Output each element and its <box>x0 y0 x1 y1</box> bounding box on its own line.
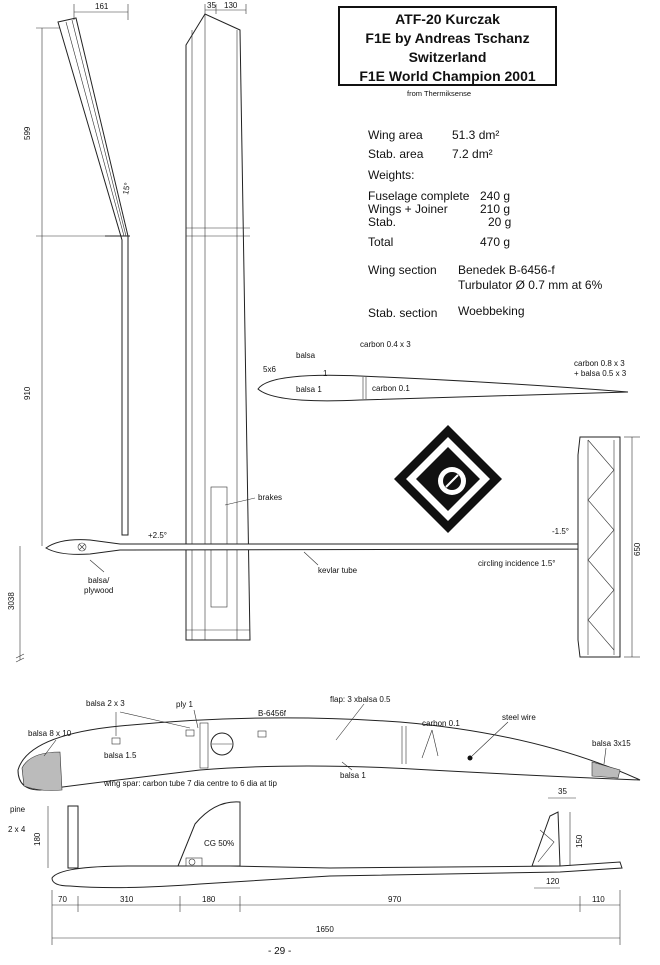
fuselage-label: Fuselage complete <box>368 189 470 203</box>
dim-650-label: 650 <box>633 542 642 556</box>
incidence-plus-label: +2.5° <box>148 531 167 540</box>
stab-balsa-label: balsa <box>296 351 316 360</box>
dim-3038-label: 3038 <box>7 592 16 610</box>
fuselage-plan: +2.5° -1.5° balsa/ plywood kevlar tube c… <box>45 527 621 595</box>
incidence-minus-label: -1.5° <box>552 527 569 536</box>
stab-area-value: 7.2 dm² <box>452 147 493 161</box>
brakes-label: brakes <box>258 493 282 502</box>
stab-section-value: Woebbeking <box>458 304 525 318</box>
wing-balsa2x3-label: balsa 2 x 3 <box>86 699 125 708</box>
stab-section: 5x6 balsa carbon 0.4 x 3 1 balsa 1 carbo… <box>257 340 629 402</box>
wing-spar-label: wing spar: carbon tube 7 dia centre to 6… <box>103 779 278 788</box>
dim-599: 599 <box>23 27 110 237</box>
total-value: 470 g <box>480 235 511 249</box>
club-emblem-logo <box>394 425 502 533</box>
wings-value: 210 g <box>480 202 511 216</box>
stab-section-label: Stab. section <box>368 306 438 320</box>
stab-balsa1-label: balsa 1 <box>296 385 322 394</box>
dim-3038: 3038 <box>7 546 25 663</box>
dim-599-label: 599 <box>23 126 32 140</box>
dim-35-130: 35 130 <box>204 1 247 14</box>
dim-161: 161 <box>73 2 129 20</box>
wing-area-value: 51.3 dm² <box>452 128 500 142</box>
stabiliser-plan: 650 <box>577 436 642 658</box>
weights-label: Weights: <box>368 168 415 182</box>
wing-pine-size-label: 2 x 4 <box>8 825 26 834</box>
stab-carbon01-label: carbon 0.1 <box>372 384 410 393</box>
cg-label: CG 50% <box>204 839 234 848</box>
kevlar-label: kevlar tube <box>318 566 358 575</box>
wing-balsa3x15-label: balsa 3x15 <box>592 739 631 748</box>
title-line-1: ATF-20 Kurczak <box>395 11 500 27</box>
dim-35a-label: 35 <box>207 1 216 10</box>
stab-one-label: 1 <box>323 369 328 378</box>
total-label: Total <box>368 235 394 249</box>
turbulator-text: Turbulator Ø 0.7 mm at 6% <box>458 278 603 292</box>
wing-tip-panel <box>57 17 130 536</box>
dim-130-label: 130 <box>224 1 238 10</box>
title-line-4: F1E World Champion 2001 <box>359 68 536 84</box>
title-line-3: Switzerland <box>408 49 487 65</box>
wing-flap-label: flap: 3 xbalsa 0.5 <box>330 695 391 704</box>
stab-weight-value: 20 g <box>488 215 512 229</box>
circling-label: circling incidence 1.5° <box>478 559 555 568</box>
dim-161-label: 161 <box>95 2 109 11</box>
wing-pine-label: pine <box>10 805 26 814</box>
dim-150-label: 150 <box>575 834 584 848</box>
title-line-2: F1E by Andreas Tschanz <box>365 30 530 46</box>
fuselage-value: 240 g <box>480 189 511 203</box>
wing-b6456f-label: B-6456f <box>258 709 287 718</box>
dim-1650-label: 1650 <box>316 925 334 934</box>
dim-970-label: 970 <box>388 895 402 904</box>
wing-section: balsa 2 x 3 ply 1 B-6456f flap: 3 xbalsa… <box>8 695 641 834</box>
balsa-plywood-line2: plywood <box>84 586 113 595</box>
stab-carbon04-label: carbon 0.4 x 3 <box>360 340 411 349</box>
dim-910-label: 910 <box>23 386 32 400</box>
page-number: - 29 - <box>268 946 292 957</box>
stab-area-label: Stab. area <box>368 147 424 161</box>
wing-steel-label: steel wire <box>502 713 536 722</box>
stab-carbon08-label: carbon 0.8 x 3 <box>574 359 625 368</box>
wing-section-label: Wing section <box>368 263 437 277</box>
dim-180v-label: 180 <box>33 832 42 846</box>
angle-15-label: 15° <box>121 182 132 195</box>
wing-carbon01-label: carbon 0.1 <box>422 719 460 728</box>
dim-180h-label: 180 <box>202 895 216 904</box>
dim-120-label: 120 <box>546 877 560 886</box>
brakes-callout: brakes <box>224 493 282 506</box>
dim-110-label: 110 <box>592 895 605 904</box>
dim-310-label: 310 <box>120 895 134 904</box>
wing-ply1-label: ply 1 <box>176 700 193 709</box>
dim-70-label: 70 <box>58 895 67 904</box>
stab-balsa05-label: + balsa 0.5 x 3 <box>574 369 627 378</box>
dim-910: 910 <box>23 236 43 546</box>
wing-plan <box>185 13 251 641</box>
stab-weight-label: Stab. <box>368 215 397 229</box>
stab-5x6-label: 5x6 <box>263 365 276 374</box>
wing-balsa8x10-label: balsa 8 x 10 <box>28 729 72 738</box>
wing-balsa1-label: balsa 1 <box>340 771 366 780</box>
wings-label: Wings + Joiner <box>368 202 448 216</box>
wing-area-label: Wing area <box>368 128 423 142</box>
wing-balsa15-label: balsa 1.5 <box>104 751 137 760</box>
wing-section-value: Benedek B-6456-f <box>458 263 555 277</box>
dim-35b-label: 35 <box>558 787 567 796</box>
balsa-plywood-line1: balsa/ <box>88 576 110 585</box>
side-view: CG 50% 180 150 35 120 70 310 180 970 110… <box>33 787 623 945</box>
source-credit: from Thermiksense <box>407 89 472 98</box>
title-box: ATF-20 Kurczak F1E by Andreas Tschanz Sw… <box>338 6 557 86</box>
